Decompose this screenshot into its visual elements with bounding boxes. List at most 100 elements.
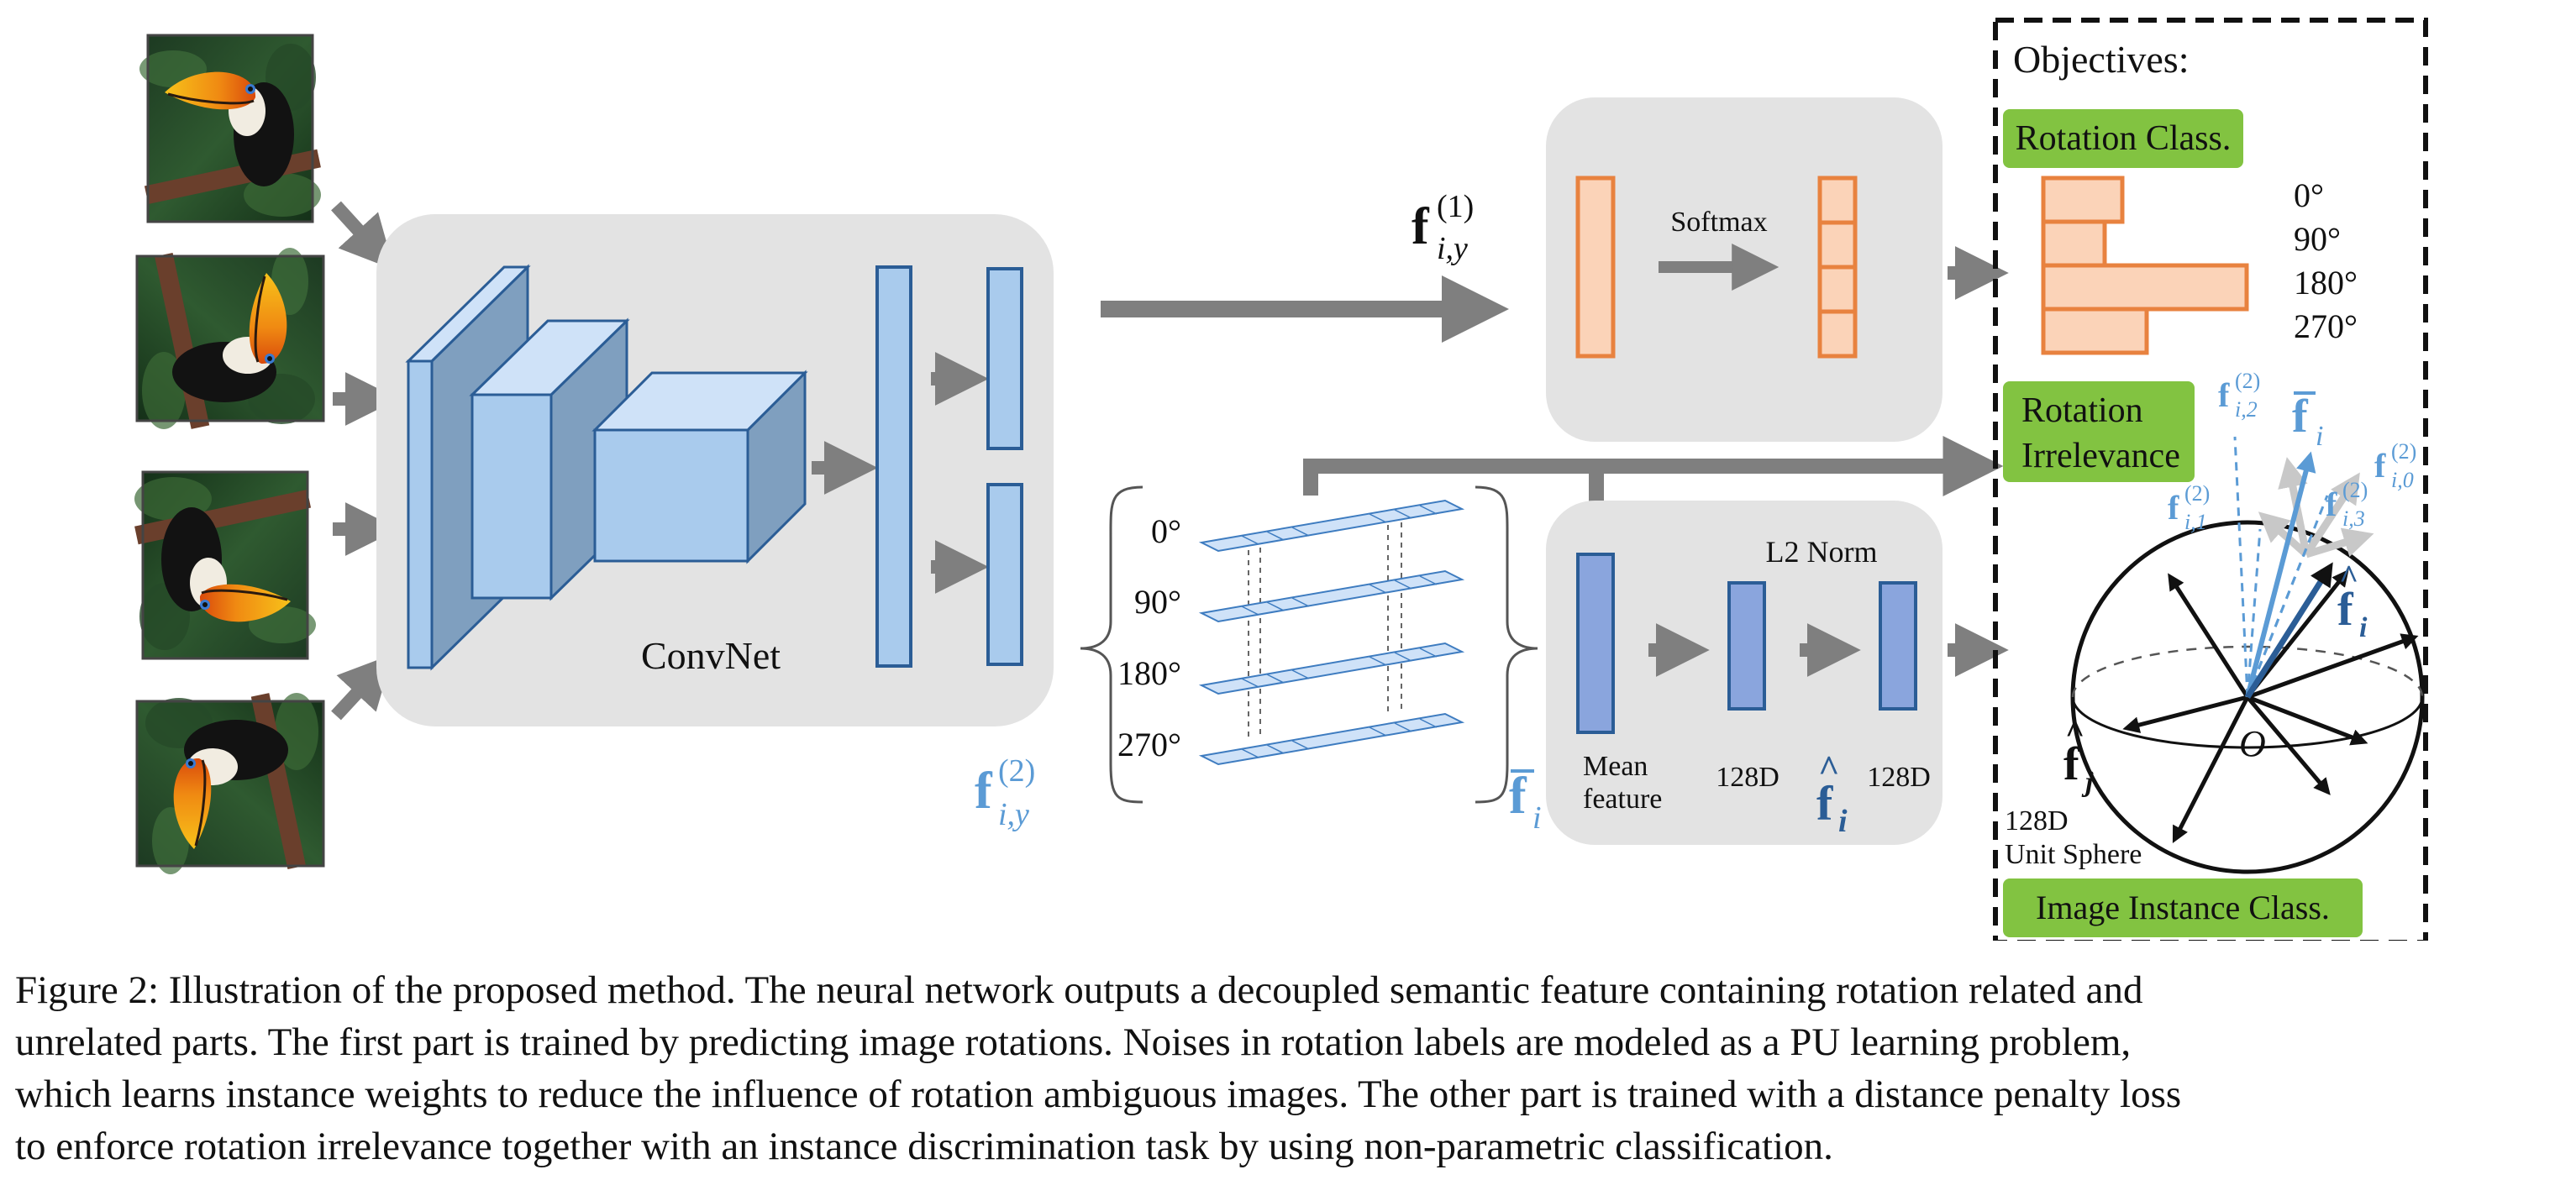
rotation-class-badge <box>2003 109 2243 168</box>
label-fhat-j: f ^ j <box>2063 712 2094 798</box>
rotation-class-text: Rotation Class. <box>2016 119 2232 158</box>
svg-text:i,y: i,y <box>1437 231 1468 266</box>
histogram-labels: 0° 90° 180° 270° <box>2294 176 2358 345</box>
caption-line-3: which learns instance weights to reduce … <box>15 1073 2182 1116</box>
input-image-270 <box>135 691 325 876</box>
softmax-label: Softmax <box>1670 207 1767 238</box>
label-fbar-i: f i <box>2292 391 2323 452</box>
mean-label-2: feature <box>1583 784 1662 815</box>
dim-bar <box>1727 581 1766 711</box>
svg-text:i,y: i,y <box>998 797 1029 832</box>
origin-label: O <box>2239 723 2266 764</box>
svg-text:f: f <box>2063 738 2080 790</box>
svg-text:f: f <box>1509 768 1527 825</box>
strip-0 <box>1201 500 1463 552</box>
strip-90 <box>1201 570 1463 622</box>
svg-text:90°: 90° <box>1134 583 1181 621</box>
svg-text:f: f <box>2292 391 2309 443</box>
normalized-bar <box>1879 581 1917 711</box>
f2-label: f (2) i,y <box>975 753 1035 832</box>
rotation-irrelevance-text-1: Rotation <box>2021 391 2143 430</box>
svg-text:i: i <box>2359 612 2368 643</box>
svg-text:i,0: i,0 <box>2391 468 2414 492</box>
input-images <box>133 34 325 876</box>
svg-text:f: f <box>2337 584 2354 636</box>
conv-blocks <box>405 264 808 671</box>
sphere-dim-label: 128D <box>2005 805 2069 837</box>
svg-text:i,1: i,1 <box>2184 510 2207 534</box>
input-image-180 <box>133 470 318 660</box>
hist-label-0: 0° <box>2294 176 2324 214</box>
dim-label-1: 128D <box>1716 762 1780 793</box>
strip-270 <box>1201 713 1463 765</box>
rotation-feature-strips <box>1201 500 1463 765</box>
caption-line-1: Figure 2: Illustration of the proposed m… <box>15 968 2143 1012</box>
figure-caption: Figure 2: Illustration of the proposed m… <box>15 964 2561 1172</box>
unit-sphere: O <box>2070 436 2425 874</box>
svg-text:(2): (2) <box>2184 481 2210 506</box>
rotation-histogram <box>2041 176 2249 355</box>
rotation-irrelevance-badge <box>2003 381 2195 482</box>
svg-text:0°: 0° <box>1151 512 1181 550</box>
convnet-feature-bar <box>875 265 912 668</box>
svg-text:270°: 270° <box>1117 726 1181 763</box>
svg-text:(2): (2) <box>2235 369 2260 393</box>
l2-norm-label: L2 Norm <box>1766 535 1878 569</box>
rotation-labels: 0° 90° 180° 270° <box>1117 512 1181 763</box>
svg-text:i: i <box>1532 800 1542 836</box>
caption-line-2: unrelated parts. The first part is train… <box>15 1020 2132 1064</box>
rotation-feature-brace <box>1080 485 1538 804</box>
svg-text:^: ^ <box>1818 748 1840 789</box>
mean-feature-bar <box>1576 553 1615 734</box>
instance-class-badge <box>2003 878 2363 937</box>
convnet-label: ConvNet <box>641 634 781 677</box>
rotation-irrelevance-text-2: Irrelevance <box>2021 437 2180 475</box>
svg-text:f: f <box>975 763 993 820</box>
svg-text:i: i <box>1838 804 1848 839</box>
svg-text:(2): (2) <box>998 753 1035 789</box>
f1-label: f (1) i,y <box>1412 189 1474 266</box>
histogram-bar-0 <box>2041 176 2125 224</box>
softmax-bar <box>1817 176 1858 359</box>
input-image-0 <box>138 34 323 223</box>
svg-text:j: j <box>2081 767 2094 798</box>
label-f-i2: f (2) i,2 <box>2218 369 2260 422</box>
input-arrows <box>331 201 399 721</box>
svg-text:f: f <box>2218 376 2230 414</box>
histogram-bar-2 <box>2041 263 2249 312</box>
strip-180 <box>1201 642 1463 695</box>
fhat-label: f ^ i <box>1816 748 1848 839</box>
label-fhat-i: f ^ i <box>2337 558 2368 643</box>
svg-text:i: i <box>2316 421 2323 452</box>
hist-label-90: 90° <box>2294 220 2341 258</box>
logit-bar <box>1575 176 1616 359</box>
instance-class-text: Image Instance Class. <box>2036 889 2330 926</box>
sphere-labels: f (2) i,2 f i f (2) i,0 f (2) i,1 f (2) … <box>2063 369 2416 798</box>
input-image-90 <box>135 246 325 431</box>
hist-label-180: 180° <box>2294 264 2358 302</box>
label-f-i0: f (2) i,0 <box>2374 439 2416 492</box>
objectives-title: Objectives: <box>2013 38 2190 81</box>
method-figure: ConvNet f (2) i,y f (1) i,y Softmax 0° 9… <box>133 18 2428 941</box>
svg-text:f: f <box>1412 198 1430 255</box>
svg-text:^: ^ <box>2065 712 2084 750</box>
svg-text:f: f <box>2326 485 2337 523</box>
dim-label-2: 128D <box>1867 762 1931 793</box>
svg-text:^: ^ <box>2339 558 2358 595</box>
svg-text:f: f <box>2168 489 2179 527</box>
svg-text:(1): (1) <box>1437 189 1474 224</box>
label-f-i3: f (2) i,3 <box>2326 478 2368 531</box>
svg-text:(2): (2) <box>2391 439 2416 464</box>
hist-label-270: 270° <box>2294 307 2358 345</box>
label-f-i1: f (2) i,1 <box>2168 481 2210 534</box>
objectives-box <box>1993 18 2428 941</box>
svg-text:f: f <box>2374 447 2386 485</box>
svg-text:i,2: i,2 <box>2235 397 2258 422</box>
fbar-label: f i <box>1509 768 1542 836</box>
histogram-bar-1 <box>2041 219 2107 268</box>
svg-text:i,3: i,3 <box>2342 506 2365 531</box>
f1-bar <box>986 267 1023 450</box>
mean-label-1: Mean <box>1583 751 1648 782</box>
caption-line-4: to enforce rotation irrelevance together… <box>15 1125 1833 1168</box>
svg-text:f: f <box>1816 776 1833 831</box>
